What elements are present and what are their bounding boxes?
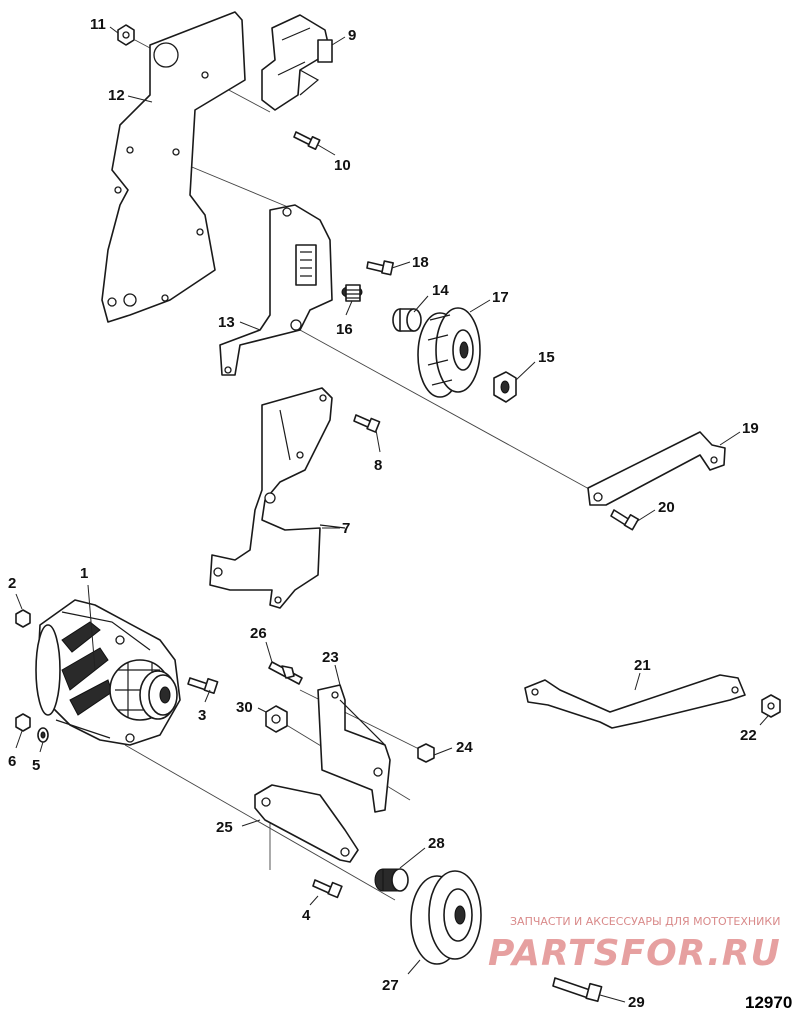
part-4-bolt <box>312 879 343 899</box>
part-8-bolt <box>353 414 381 433</box>
part-3-bolt <box>187 677 219 695</box>
part-22-nut <box>761 694 781 718</box>
part-17-idler-pulley <box>417 307 481 398</box>
part-15-flange-nut <box>493 371 517 403</box>
callout-20: 20 <box>658 499 675 516</box>
part-20-bolt <box>610 509 640 531</box>
part-27-idler-pulley <box>410 870 482 965</box>
callout-13: 13 <box>218 314 235 331</box>
part-25-plate <box>254 784 359 863</box>
part-1-alternator <box>35 599 181 746</box>
callout-8: 8 <box>374 457 382 474</box>
part-21-support-arm <box>524 674 746 729</box>
callout-6: 6 <box>8 753 16 770</box>
part-12-mounting-plate <box>101 11 246 323</box>
callout-21: 21 <box>634 657 651 674</box>
callout-26: 26 <box>250 625 267 642</box>
callout-27: 27 <box>382 977 399 994</box>
callout-10: 10 <box>334 157 351 174</box>
part-29-bolt <box>552 977 603 1003</box>
part-11-nut <box>117 24 135 46</box>
drawing-number: 12970 <box>745 993 792 1012</box>
callout-leader-lines <box>15 26 769 1003</box>
callout-4: 4 <box>302 907 311 924</box>
callout-9: 9 <box>348 27 356 44</box>
part-30-nut <box>265 705 288 733</box>
part-24-nut <box>417 743 435 763</box>
callout-labels: 1 2 3 4 5 6 7 8 9 10 11 12 13 14 15 16 1… <box>8 16 759 1011</box>
callout-28: 28 <box>428 835 445 852</box>
callout-15: 15 <box>538 349 555 366</box>
part-10-bolt <box>293 131 321 151</box>
part-19-adjusting-arm <box>587 431 726 506</box>
part-26-stud <box>268 661 303 685</box>
callout-12: 12 <box>108 87 125 104</box>
part-23-brace <box>317 684 391 813</box>
callout-18: 18 <box>412 254 429 271</box>
watermark-brand: PARTSFOR.RU <box>488 933 781 974</box>
callout-19: 19 <box>742 420 759 437</box>
watermark-caption: ЗАПЧАСТИ И АКСЕССУАРЫ ДЛЯ МОТОТЕХНИКИ <box>510 915 780 928</box>
callout-24: 24 <box>456 739 473 756</box>
part-7-alternator-bracket <box>209 387 346 609</box>
callout-14: 14 <box>432 282 449 299</box>
callout-11: 11 <box>90 16 106 33</box>
part-14-spacer <box>392 308 422 332</box>
part-2-nut <box>15 609 31 628</box>
callout-25: 25 <box>216 819 233 836</box>
callout-3: 3 <box>198 707 206 724</box>
callout-23: 23 <box>322 649 339 666</box>
watermark: ЗАПЧАСТИ И АКСЕССУАРЫ ДЛЯ МОТОТЕХНИКИ PA… <box>488 915 781 974</box>
callout-17: 17 <box>492 289 509 306</box>
part-6-nut <box>15 713 31 732</box>
callout-30: 30 <box>236 699 253 716</box>
part-18-bolt <box>366 260 394 276</box>
callout-5: 5 <box>32 757 40 774</box>
callout-7: 7 <box>342 520 350 537</box>
callout-22: 22 <box>740 727 757 744</box>
part-28-spacer <box>374 868 409 892</box>
callout-1: 1 <box>80 565 88 582</box>
callout-16: 16 <box>336 321 353 338</box>
part-13-tensioner-bracket <box>219 204 333 376</box>
callout-2: 2 <box>8 575 16 592</box>
part-5-washer <box>37 727 49 743</box>
callout-29: 29 <box>628 994 645 1011</box>
part-16-stud <box>341 284 363 302</box>
part-9-clip-bracket <box>261 14 333 111</box>
